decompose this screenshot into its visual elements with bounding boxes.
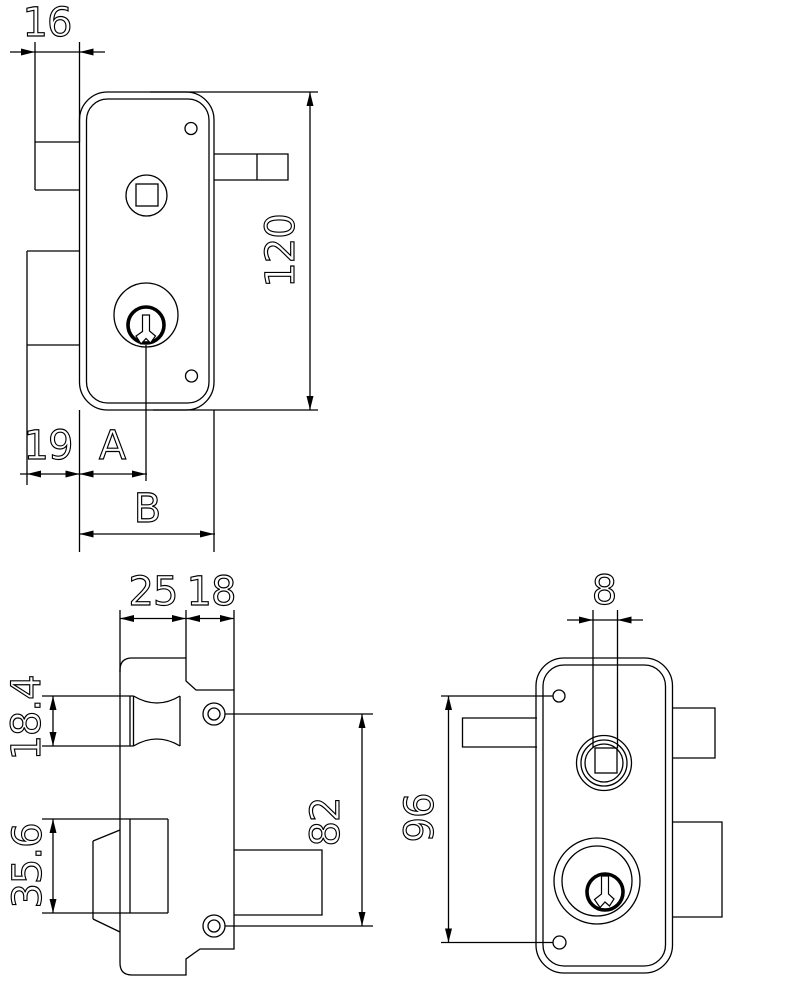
dim-label-B: B — [134, 486, 160, 532]
side-screw-post-top-inner — [207, 707, 221, 721]
side-view: 25 18 18.4 35.6 82 — [3, 568, 373, 976]
front-spindle-square-hole — [135, 183, 159, 207]
dim-label-96: 96 — [397, 794, 443, 843]
back-key-icon — [593, 875, 615, 909]
side-screw-post-bottom-outer — [202, 914, 226, 938]
back-cylinder-rose-inner — [561, 845, 633, 917]
side-screw-post-top-outer — [202, 702, 226, 726]
dim-label-18: 18 — [187, 569, 236, 615]
back-spindle-ring-inner — [584, 743, 624, 783]
front-view: 16 120 19 A B — [10, 0, 318, 552]
dim-label-18.4: 18.4 — [4, 675, 50, 760]
back-dimension-lines — [441, 610, 643, 944]
side-latch-spool — [42, 695, 181, 747]
back-cylinder-core — [585, 872, 625, 912]
back-spindle-ring-middle — [580, 739, 628, 787]
dim-label-19: 19 — [24, 423, 73, 469]
back-cylinder-rose-outer — [553, 837, 641, 925]
dim-label-120: 120 — [258, 214, 304, 287]
front-spindle-ring — [125, 174, 168, 217]
back-strike-tab — [461, 717, 537, 748]
dim-label-25: 25 — [129, 569, 178, 615]
front-screw-hole-top — [184, 121, 198, 136]
back-screw-hole-top — [552, 689, 566, 703]
side-dimension-lines — [52, 610, 373, 927]
front-body-inner — [85, 98, 210, 404]
front-body-outer — [78, 91, 215, 411]
side-body-outline — [119, 657, 235, 976]
front-key-icon — [135, 314, 157, 345]
dim-label-8: 8 — [592, 568, 616, 614]
dim-label-82: 82 — [303, 798, 349, 847]
front-latch-bolt — [214, 153, 289, 181]
back-view: 8 96 — [396, 567, 723, 974]
front-dimension-lines — [10, 51, 318, 552]
back-body-inner — [542, 664, 667, 967]
back-spindle-square-hole — [594, 747, 618, 774]
front-left-tabs — [26, 42, 81, 485]
side-deadbolt-protrusion — [234, 849, 323, 916]
back-body-outer — [535, 657, 674, 974]
back-screw-hole-bottom — [552, 935, 567, 950]
dim-label-16: 16 — [23, 0, 72, 46]
side-screw-post-bottom-inner — [207, 919, 221, 933]
dim-label-A: A — [99, 423, 127, 469]
front-cylinder-core — [126, 305, 166, 345]
back-spindle-ring-outer — [575, 734, 633, 792]
side-dimension-arrows — [49, 615, 366, 926]
front-screw-hole-bottom — [184, 369, 199, 383]
back-bolts-protruding — [672, 707, 723, 918]
dim-label-35.6: 35.6 — [5, 823, 51, 908]
side-deadbolt — [42, 818, 169, 933]
